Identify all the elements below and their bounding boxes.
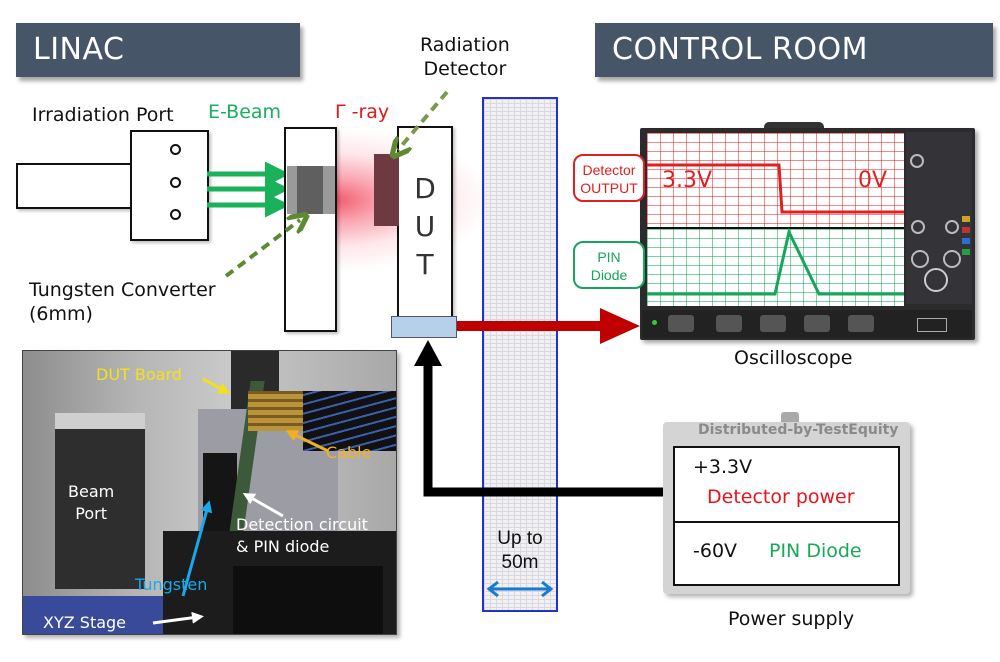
dut-letters: D U T — [397, 170, 453, 284]
detector-output-tag: Detector OUTPUT — [573, 154, 645, 202]
pin-diode-trace — [647, 227, 904, 296]
pin-diode-tag: PIN Diode — [573, 241, 645, 289]
bnc-connector-icon — [668, 315, 694, 332]
radiation-detector — [374, 154, 399, 226]
dut-letter: D — [414, 172, 436, 205]
beam-port-block — [55, 413, 145, 589]
jog-wheel-icon — [924, 268, 948, 292]
dut-connector — [391, 316, 457, 338]
knob-icon — [911, 220, 925, 234]
power-cable — [423, 362, 663, 497]
scope-traces — [647, 163, 904, 296]
port-hole — [170, 177, 181, 188]
shielding-wall: Up to 50m — [482, 97, 558, 612]
xyz-stage-arrow — [152, 611, 204, 625]
knob-icon — [945, 220, 959, 234]
linac-banner: LINAC — [16, 23, 300, 77]
detector-pointer-arrow — [398, 90, 449, 150]
photo-label-tungsten: Tungsten — [135, 575, 208, 594]
detector-output-trace — [647, 163, 904, 214]
power-supply-watermark: Distributed-by-TestEquity — [698, 422, 899, 438]
power-row-purpose: Detector power — [707, 486, 855, 508]
power-row: +3.3V Detector power — [675, 448, 898, 523]
bnc-connector-icon — [716, 315, 742, 332]
distance-label: Up to 50m — [497, 528, 543, 573]
bnc-connector-icon — [804, 315, 830, 332]
dut-letter: U — [414, 210, 436, 243]
scope-input-strip — [642, 310, 972, 338]
bnc-connector-icon — [760, 315, 786, 332]
photo-label-cable: Cable — [326, 443, 372, 462]
setup-photo: DUT Board Cable Beam Port Detection circ… — [22, 350, 397, 635]
power-row: -60V PIN Diode — [675, 523, 898, 583]
power-supply-label: Power supply — [728, 608, 855, 630]
tungsten-converter — [287, 166, 335, 214]
irradiation-port-label: Irradiation Port — [32, 104, 174, 126]
photo-label-detection-circuit: Detection circuit & PIN diode — [236, 515, 368, 556]
bnc-connector-icon — [848, 315, 874, 332]
photo-arrows — [152, 377, 329, 625]
knob-icon — [911, 250, 929, 268]
knob-icon — [910, 154, 924, 168]
irradiation-port — [130, 130, 209, 241]
power-supply: Distributed-by-TestEquity +3.3V Detector… — [663, 412, 910, 594]
oscilloscope-label: Oscilloscope — [734, 347, 853, 369]
high-level-readout: 3.3V — [662, 168, 713, 193]
knob-icon — [943, 250, 961, 268]
port-hole — [170, 144, 181, 155]
gamma-ray-label: Γ -ray — [335, 101, 390, 123]
linac-title: LINAC — [33, 32, 125, 67]
distance-arrow-icon — [486, 580, 554, 598]
ebeam-label: E-Beam — [208, 101, 282, 123]
control-room-banner: CONTROL ROOM — [595, 23, 993, 77]
radiation-detector-label: Radiation Detector — [420, 34, 510, 80]
cable-arrow — [285, 430, 329, 453]
photo-label-dut-board: DUT Board — [96, 365, 182, 384]
detection-circuit-arrow — [242, 493, 284, 518]
low-level-readout: 0V — [858, 168, 888, 193]
tungsten-arrow — [181, 500, 213, 597]
port-hole — [170, 209, 181, 220]
photo-label-xyz-stage: XYZ Stage — [43, 613, 127, 632]
power-arrowhead — [414, 340, 442, 366]
usb-port-icon — [917, 318, 947, 332]
signal-arrowhead — [600, 308, 640, 344]
control-room-title: CONTROL ROOM — [612, 32, 868, 67]
power-row-purpose: PIN Diode — [769, 540, 862, 562]
scope-control-panel — [906, 132, 972, 304]
oscilloscope: 3.3V 0V — [640, 122, 975, 342]
power-row-voltage: -60V — [693, 540, 738, 562]
tungsten-converter-label: Tungsten Converter (6mm) — [29, 279, 216, 325]
dut-letter: T — [416, 248, 434, 281]
power-supply-panel: +3.3V Detector power -60V PIN Diode — [673, 446, 900, 586]
dut-board-arrow — [202, 377, 231, 394]
power-row-voltage: +3.3V — [693, 456, 753, 478]
signal-cable — [457, 321, 607, 331]
photo-label-beam-port: Beam Port — [68, 482, 115, 523]
detector-output-trace-area — [647, 133, 904, 227]
tungsten-pointer-arrow — [224, 220, 300, 278]
ebeam-arrows — [207, 162, 290, 218]
